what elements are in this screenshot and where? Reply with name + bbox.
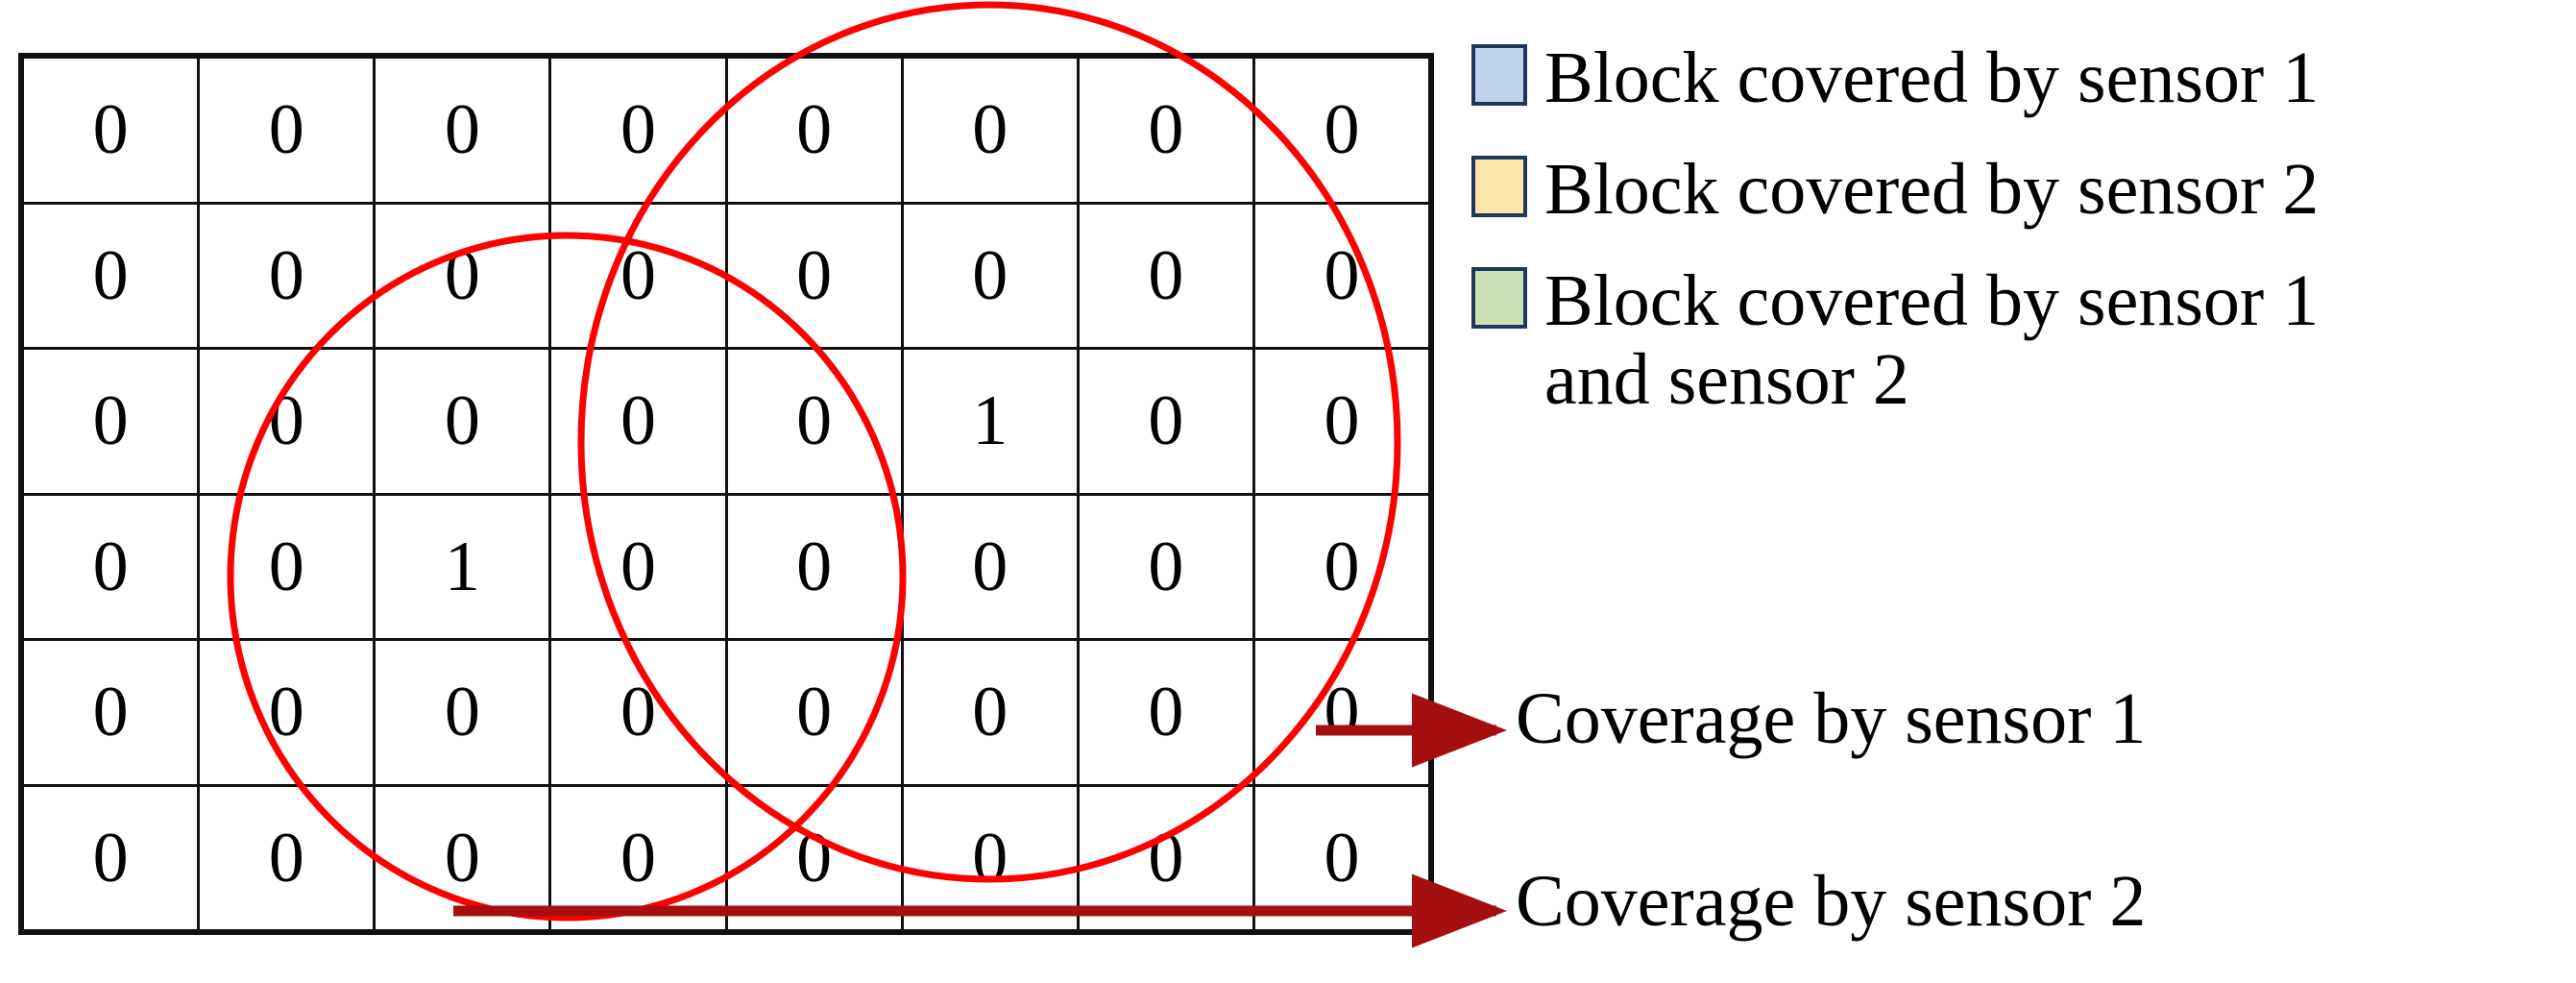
table-row: 0 0 0 0 0 0 0 0 bbox=[20, 638, 1432, 787]
grid-cell-r1c5: 0 bbox=[724, 56, 904, 205]
grid-cell-r6c2: 0 bbox=[197, 783, 377, 932]
legend-label-sensor-1-and-2: Block covered by sensor 1 and sensor 2 bbox=[1544, 260, 2320, 421]
callout-label-coverage-sensor-2: Coverage by sensor 2 bbox=[1516, 861, 2147, 942]
grid-cell-r3c8: 0 bbox=[1252, 347, 1432, 496]
grid-cell-r5c7: 0 bbox=[1076, 638, 1255, 787]
grid-body: 0 0 0 0 0 0 0 0 0 0 0 0 0 0 0 0 bbox=[20, 56, 1432, 932]
grid-cell-r2c8: 0 bbox=[1252, 201, 1432, 350]
grid-cell-r5c1: 0 bbox=[20, 638, 201, 787]
grid-cell-r4c7: 0 bbox=[1076, 492, 1255, 641]
grid-cell-r4c6: 0 bbox=[900, 492, 1080, 641]
grid-cell-r6c8: 0 bbox=[1252, 783, 1432, 932]
grid-cell-r6c1: 0 bbox=[20, 783, 201, 932]
grid-table: 0 0 0 0 0 0 0 0 0 0 0 0 0 0 0 0 bbox=[18, 53, 1434, 935]
grid-cell-r3c5: 0 bbox=[724, 347, 904, 496]
grid-cell-r1c3: 0 bbox=[373, 56, 552, 205]
grid-cell-r6c5: 0 bbox=[724, 783, 904, 932]
grid-cell-r2c1: 0 bbox=[20, 201, 201, 350]
grid-cell-r6c4: 0 bbox=[548, 783, 728, 932]
grid-cell-r5c2: 0 bbox=[197, 638, 377, 787]
legend-label-sensor-1: Block covered by sensor 1 bbox=[1544, 37, 2320, 118]
legend: Block covered by sensor 1 Block covered … bbox=[1471, 38, 2547, 452]
grid-cell-r1c7: 0 bbox=[1076, 56, 1255, 205]
grid-cell-r4c4: 0 bbox=[548, 492, 728, 641]
grid-cell-r6c7: 0 bbox=[1076, 783, 1255, 932]
table-row: 0 0 0 0 0 0 0 0 bbox=[20, 201, 1432, 350]
legend-item-sensor-1-and-2: Block covered by sensor 1 and sensor 2 bbox=[1471, 261, 2547, 419]
legend-swatch-green-icon bbox=[1471, 267, 1527, 330]
grid-cell-r2c5: 0 bbox=[724, 201, 904, 350]
table-row: 0 0 1 0 0 0 0 0 bbox=[20, 492, 1432, 641]
legend-item-sensor-2: Block covered by sensor 2 bbox=[1471, 150, 2547, 229]
coverage-grid: 0 0 0 0 0 0 0 0 0 0 0 0 0 0 0 0 bbox=[18, 53, 1434, 935]
grid-cell-r2c2: 0 bbox=[197, 201, 377, 350]
legend-item-sensor-1: Block covered by sensor 1 bbox=[1471, 38, 2547, 117]
grid-cell-r1c8: 0 bbox=[1252, 56, 1432, 205]
grid-cell-r4c2: 0 bbox=[197, 492, 377, 641]
grid-cell-r5c4: 0 bbox=[548, 638, 728, 787]
table-row: 0 0 0 0 0 0 0 0 bbox=[20, 56, 1432, 205]
table-row: 0 0 0 0 0 1 0 0 bbox=[20, 347, 1432, 496]
grid-cell-r2c4: 0 bbox=[548, 201, 728, 350]
grid-cell-r3c3: 0 bbox=[373, 347, 552, 496]
callout-label-coverage-sensor-1: Coverage by sensor 1 bbox=[1516, 678, 2147, 759]
legend-swatch-yellow-icon bbox=[1471, 156, 1527, 218]
legend-swatch-blue-icon bbox=[1471, 44, 1527, 106]
grid-cell-r5c3: 0 bbox=[373, 638, 552, 787]
grid-cell-r1c6: 0 bbox=[900, 56, 1080, 205]
grid-cell-r5c8: 0 bbox=[1252, 638, 1432, 787]
grid-cell-r4c8: 0 bbox=[1252, 492, 1432, 641]
grid-cell-r6c3: 0 bbox=[373, 783, 552, 932]
grid-cell-r2c7: 0 bbox=[1076, 201, 1255, 350]
grid-cell-r3c6: 1 bbox=[900, 347, 1080, 496]
grid-cell-r5c5: 0 bbox=[724, 638, 904, 787]
grid-cell-r1c4: 0 bbox=[548, 56, 728, 205]
grid-cell-r4c1: 0 bbox=[20, 492, 201, 641]
table-row: 0 0 0 0 0 0 0 0 bbox=[20, 783, 1432, 932]
grid-cell-r4c5: 0 bbox=[724, 492, 904, 641]
grid-cell-r2c6: 0 bbox=[900, 201, 1080, 350]
grid-cell-r2c3: 0 bbox=[373, 201, 552, 350]
grid-cell-r3c7: 0 bbox=[1076, 347, 1255, 496]
legend-label-sensor-2: Block covered by sensor 2 bbox=[1544, 149, 2320, 231]
grid-cell-r1c1: 0 bbox=[20, 56, 201, 205]
grid-cell-r4c3: 1 bbox=[373, 492, 552, 641]
grid-cell-r3c4: 0 bbox=[548, 347, 728, 496]
grid-cell-r6c6: 0 bbox=[900, 783, 1080, 932]
grid-cell-r3c2: 0 bbox=[197, 347, 377, 496]
grid-cell-r3c1: 0 bbox=[20, 347, 201, 496]
grid-cell-r1c2: 0 bbox=[197, 56, 377, 205]
grid-cell-r5c6: 0 bbox=[900, 638, 1080, 787]
